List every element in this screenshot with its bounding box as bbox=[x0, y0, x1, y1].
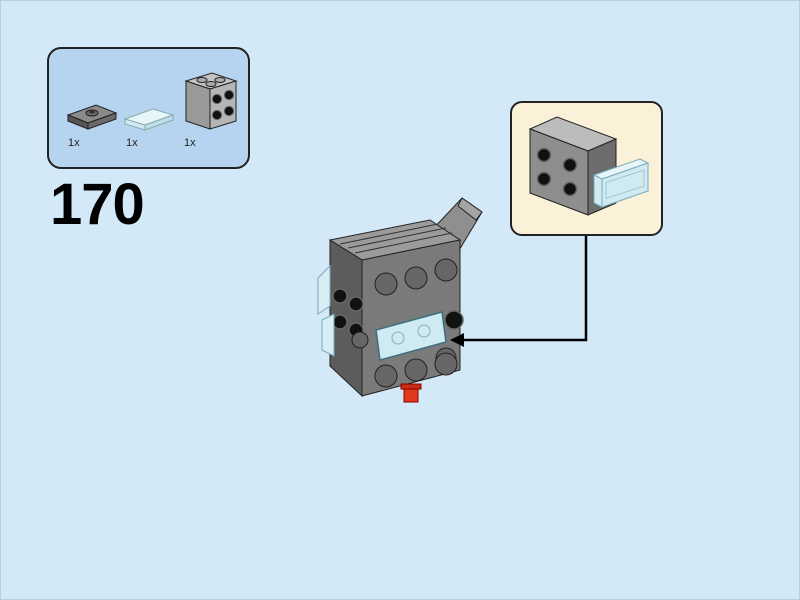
part-1-quantity: 1x bbox=[68, 137, 80, 149]
part-brick-side-studs-icon bbox=[184, 72, 238, 130]
step-number: 170 bbox=[50, 172, 145, 237]
subassembly-brick-icon bbox=[528, 116, 650, 216]
part-trans-tile-icon bbox=[123, 108, 175, 131]
main-model-figure bbox=[317, 197, 483, 403]
part-3-quantity: 1x bbox=[184, 137, 196, 149]
subassembly-callout bbox=[510, 101, 663, 236]
part-2-quantity: 1x bbox=[126, 137, 138, 149]
part-jumper-plate-icon bbox=[66, 104, 118, 130]
parts-list-panel: 1x 1x 1x bbox=[47, 47, 250, 169]
